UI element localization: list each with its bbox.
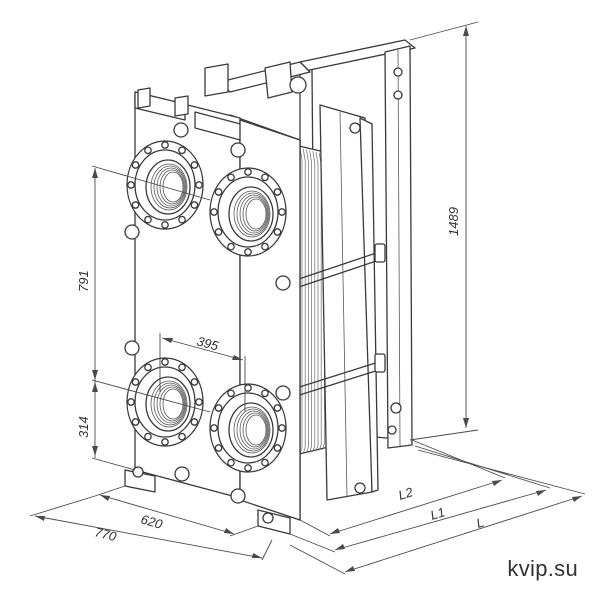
dimension-widths: 620 770 — [29, 485, 273, 561]
dimension-label-l: L — [474, 514, 485, 530]
dimension-port-horizontal: 395 — [159, 333, 246, 412]
dimension-label-1489: 1489 — [446, 207, 461, 236]
dimension-label-791: 791 — [76, 270, 91, 292]
watermark-text: kvip.su — [507, 556, 578, 581]
pressure-plate — [319, 104, 379, 501]
port-flanges — [126, 140, 287, 473]
dimension-label-620: 620 — [139, 511, 165, 532]
dimension-label-395: 395 — [195, 333, 221, 353]
dimension-height-total: 1489 — [409, 21, 479, 441]
dimension-label-l2: L2 — [396, 484, 415, 503]
dimension-label-l1: L1 — [428, 504, 446, 523]
dimension-lengths: L2 L1 L — [289, 439, 586, 575]
dimension-label-314: 314 — [76, 416, 91, 438]
dimension-bottom-offset: 314 — [76, 380, 136, 471]
dimension-port-vertical: 791 — [76, 165, 211, 413]
dimension-label-770: 770 — [93, 524, 118, 544]
tie-rods — [289, 243, 386, 399]
